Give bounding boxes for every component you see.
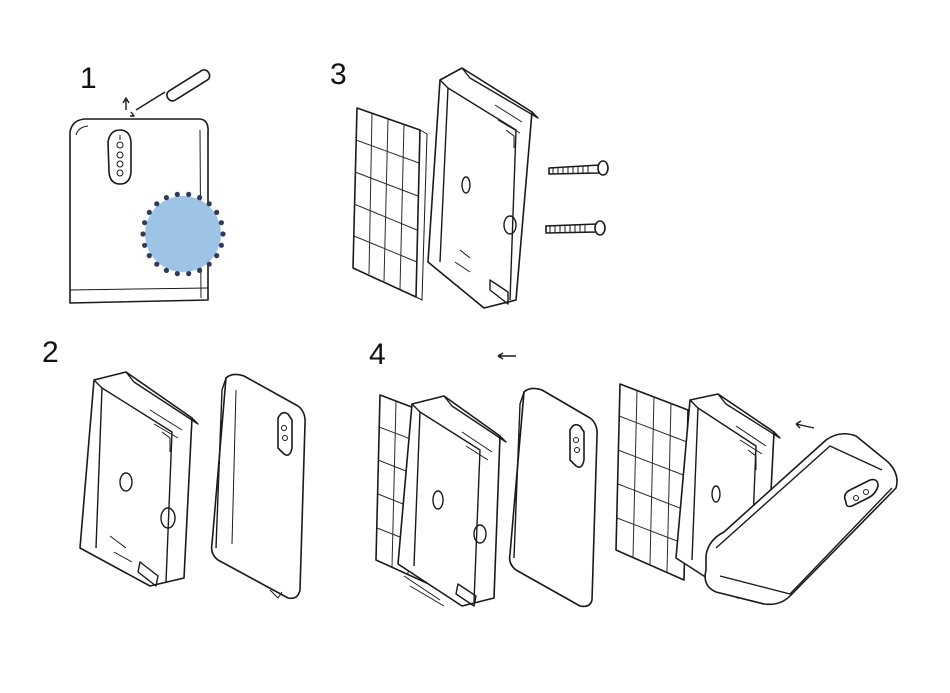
screw-icon bbox=[546, 221, 605, 235]
highlight-dot bbox=[207, 201, 212, 206]
step4-front-cover bbox=[510, 388, 598, 606]
highlight-dot bbox=[214, 210, 219, 215]
highlight-dot bbox=[186, 271, 191, 276]
arrow-left-icon bbox=[796, 421, 814, 428]
highlight-dot bbox=[175, 271, 180, 276]
highlight-dot bbox=[164, 268, 169, 273]
highlight-dot bbox=[164, 195, 169, 200]
highlight-dot bbox=[142, 220, 147, 225]
step3-grid-plate bbox=[353, 108, 427, 300]
step2-base-housing bbox=[80, 372, 198, 586]
highlight-dot bbox=[147, 253, 152, 258]
step2-front-cover bbox=[212, 374, 306, 598]
highlight-dot bbox=[214, 253, 219, 258]
highlight-dot bbox=[197, 195, 202, 200]
highlight-dot bbox=[175, 192, 180, 197]
screw-icon bbox=[549, 161, 608, 175]
highlight-dot bbox=[140, 231, 145, 236]
highlight-dot bbox=[207, 262, 212, 267]
highlight-dot bbox=[147, 210, 152, 215]
highlight-dot bbox=[186, 192, 191, 197]
highlight-dot bbox=[197, 268, 202, 273]
screwdriver-icon bbox=[123, 68, 212, 116]
highlight-dot bbox=[219, 220, 224, 225]
step4-base-housing bbox=[398, 396, 506, 606]
arrow-left-icon bbox=[498, 353, 516, 359]
highlight-dot bbox=[219, 243, 224, 248]
highlight-dot bbox=[220, 231, 225, 236]
step3-base-housing bbox=[428, 68, 538, 308]
highlight-dot bbox=[154, 262, 159, 267]
highlight-dot bbox=[142, 243, 147, 248]
highlight-dot bbox=[154, 201, 159, 206]
